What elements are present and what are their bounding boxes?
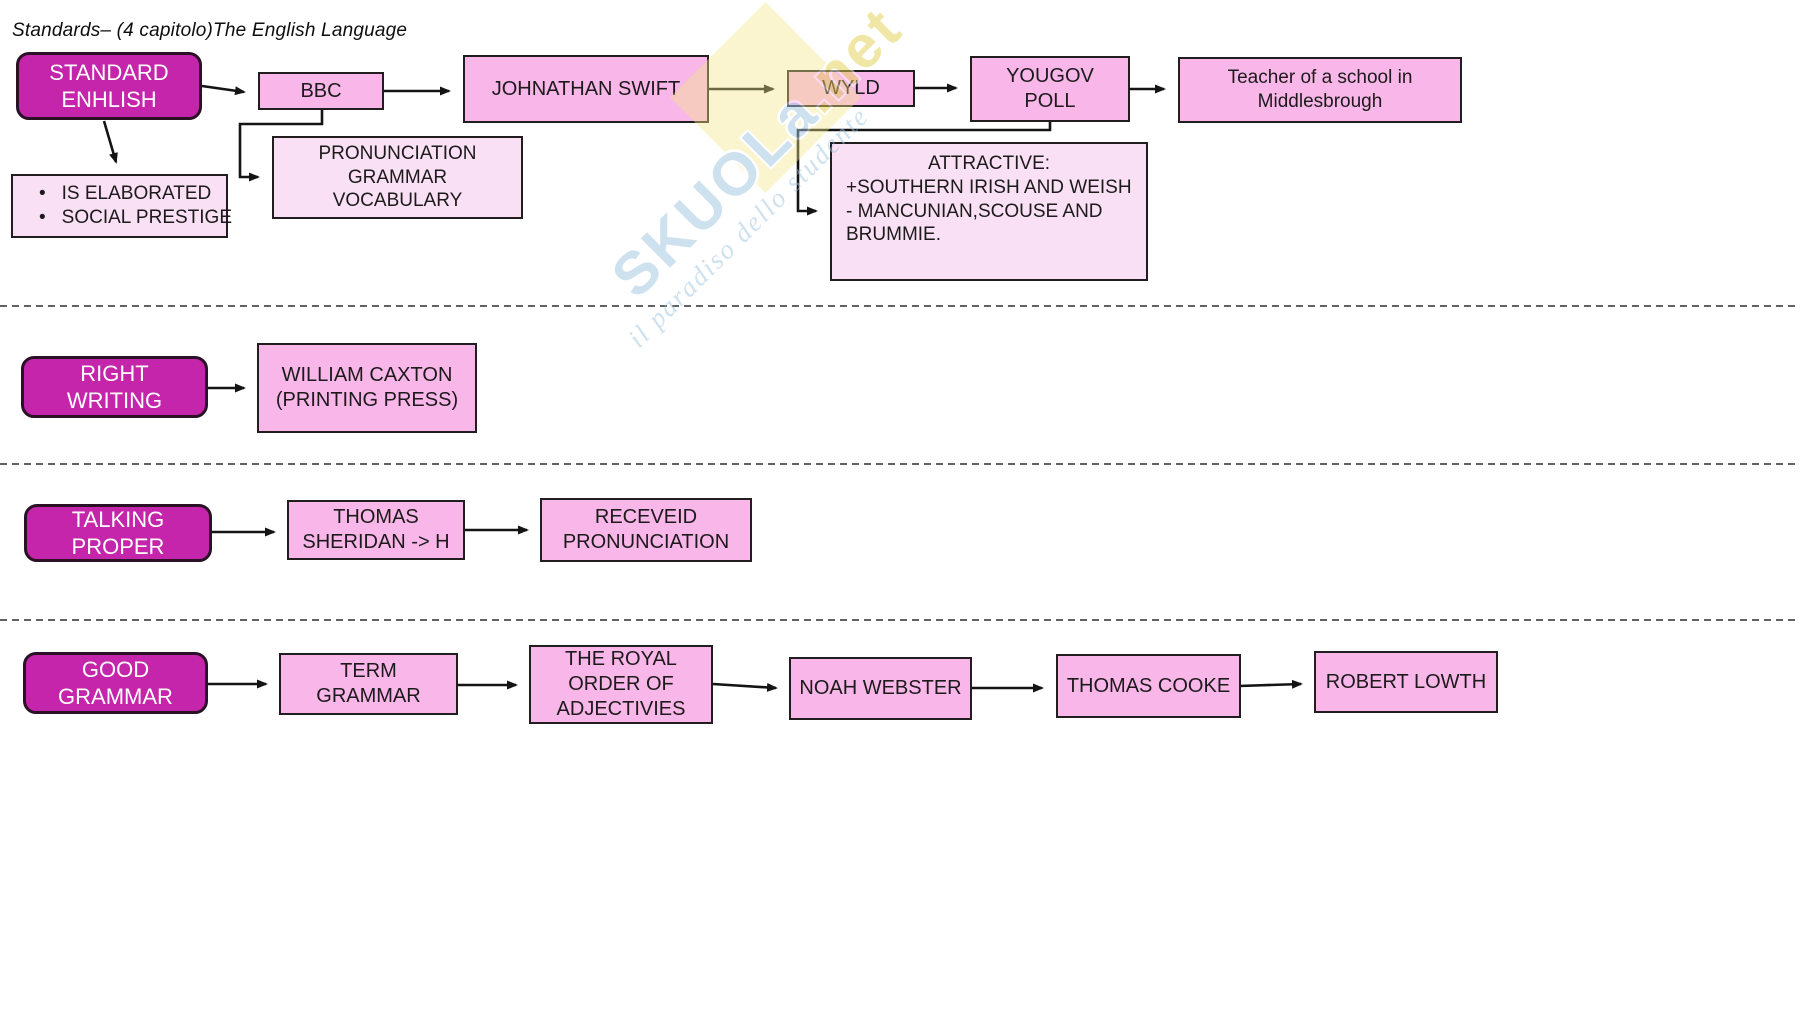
node-standard-english: STANDARD ENHLISH [16, 52, 202, 120]
arrow-royal-to-webster [712, 682, 778, 692]
node-robert-lowth: ROBERT LOWTH [1314, 651, 1498, 713]
bullet-label: SOCIAL PRESTIGE [61, 207, 232, 228]
bullet-item: • SOCIAL PRESTIGE [39, 206, 232, 230]
node-good-grammar: GOOD GRAMMAR [23, 652, 208, 714]
node-bbc: BBC [258, 72, 384, 110]
attractive-title: ATTRACTIVE: [927, 153, 1051, 174]
node-thomas-cooke: THOMAS COOKE [1056, 654, 1241, 718]
arrow-standard-to-bullets [102, 120, 118, 164]
node-royal-order-adjectives: THE ROYAL ORDER OF ADJECTIVIES [529, 645, 713, 724]
bullet-label: IS ELABORATED [61, 183, 212, 205]
page-title: Standards– (4 capitolo)The English Langu… [12, 20, 408, 41]
node-receveid-pronunciation: RECEVEID PRONUNCIATION [540, 498, 752, 562]
connector-bbc-to-pronunciation [238, 110, 324, 182]
node-right-writing: RIGHT WRITING [21, 356, 208, 418]
node-thomas-sheridan: THOMAS SHERIDAN -> H [287, 500, 465, 560]
node-johnathan-swift: JOHNATHAN SWIFT [463, 55, 709, 123]
node-noah-webster: NOAH WEBSTER [789, 657, 972, 720]
bullet-icon: • [39, 183, 46, 205]
note-standard-english-features: • IS ELABORATED • SOCIAL PRESTIGE [11, 174, 232, 238]
node-william-caxton: WILLIAM CAXTON (PRINTING PRESS) [257, 343, 477, 433]
node-term-grammar: TERM GRAMMAR [279, 653, 458, 715]
note-attractive-accents: ATTRACTIVE: +SOUTHERN IRISH AND WEISH - … [830, 142, 1148, 281]
node-teacher-middlesbrough: Teacher of a school in Middlesbrough [1178, 57, 1462, 123]
connector-yougov-to-attractive [796, 122, 1052, 216]
arrow-standard-to-bbc [201, 84, 246, 96]
node-talking-proper: TALKING PROPER [24, 504, 212, 562]
node-yougov-poll: YOUGOV POLL [970, 56, 1130, 122]
arrow-cooke-to-lowth [1238, 679, 1303, 689]
bullet-icon: • [39, 207, 46, 228]
bullet-item: • IS ELABORATED [39, 182, 211, 206]
note-pronunciation-grammar-vocabulary: PRONUNCIATION GRAMMAR VOCABULARY [272, 136, 523, 219]
attractive-body: +SOUTHERN IRISH AND WEISH - MANCUNIAN,SC… [846, 176, 1132, 246]
node-wyld: WYLD [787, 70, 915, 107]
